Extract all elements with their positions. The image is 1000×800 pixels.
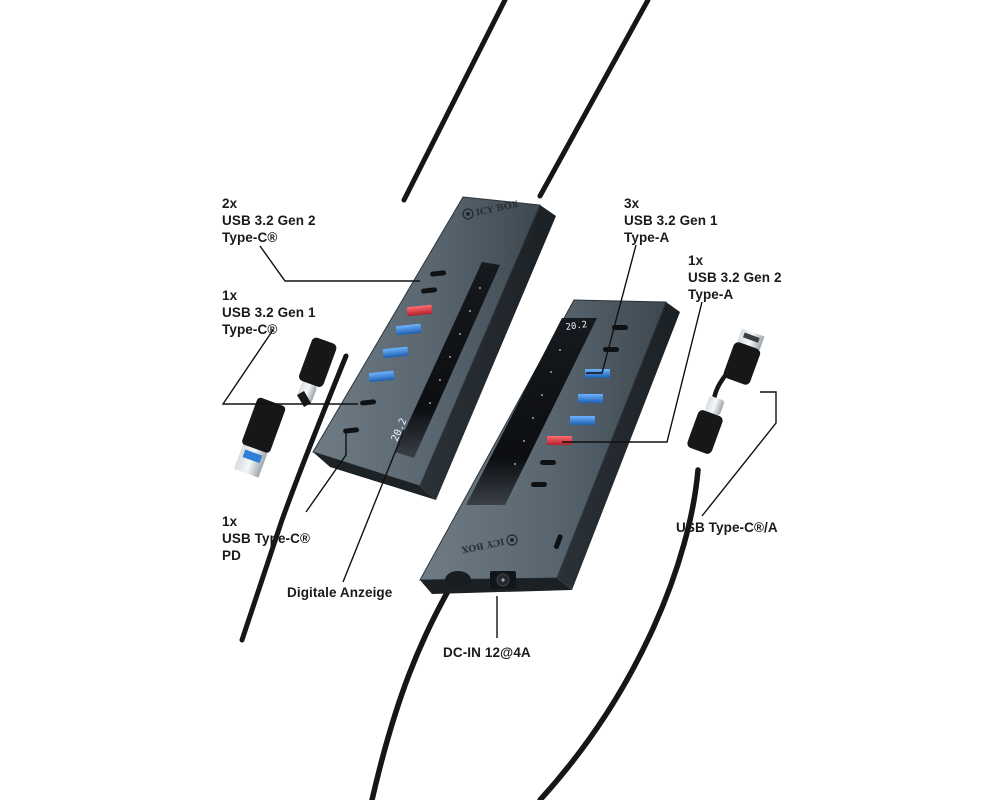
hub1-port-type-a-blue-1 [395,323,422,336]
left-cable-adapter [234,337,337,478]
callout-line: Type-A [688,287,734,302]
callout-type-c-pd: 1x USB Type-C® PD [222,513,310,564]
hub1-port-type-c-1 [430,270,447,277]
callout-type-c-gen1: 1x USB 3.2 Gen 1 Type-C® [222,287,316,338]
callout-line: PD [222,548,241,563]
usb-hub-front: 20.2 ICY BOX [312,196,556,500]
callout-dc-in: DC-IN 12@4A [443,644,531,661]
hub1-port-type-a-blue-2 [382,346,409,359]
leader-type-c-gen2 [259,245,420,282]
callout-line: 1x [688,253,704,268]
callout-line: 1x [222,288,238,303]
callout-line: Type-C® [222,322,278,337]
hub2-cable-bottom [369,581,455,800]
right-cable-adapter [687,328,765,454]
callout-adapter: USB Type-C®/A [676,519,778,536]
callout-type-c-gen2: 2x USB 3.2 Gen 2 Type-C® [222,195,316,246]
callout-line: 3x [624,196,640,211]
hub2-port-type-c-3 [540,460,556,465]
callout-line: Type-A [624,230,670,245]
right-usb-c-plug [687,396,724,454]
leader-type-c-pd [305,433,347,513]
hub1-glass-panel [395,262,500,458]
hub1-side [420,205,556,500]
leader-lines [221,244,777,638]
hub1-port-type-c-pd [343,427,360,434]
adapter-left-cable [239,353,349,643]
callout-line: USB 3.2 Gen 1 [222,305,316,320]
callout-line: USB Type-C®/A [676,520,778,535]
hub2-side-port [553,534,563,549]
cables [239,0,741,800]
hub2-port-type-c-1 [612,325,628,330]
hub1-port-type-c-2 [421,287,438,294]
leader-display [342,429,405,583]
callout-line: USB 3.2 Gen 2 [688,270,782,285]
hub1-ports [343,270,447,434]
hub2-port-type-c-2 [603,347,619,352]
callout-line: Type-C® [222,230,278,245]
callout-line: 2x [222,196,238,211]
leader-type-a-gen1 [586,244,637,374]
hub1-cable [401,0,508,203]
hub2-glass-panel [466,318,597,505]
leader-adapter [701,391,777,517]
hub2-display-readout: 20.2 [565,320,588,333]
dc-in-jack [490,571,516,589]
hub1-led-dots [429,287,481,404]
callout-line: DC-IN 12@4A [443,645,531,660]
callout-line: USB 3.2 Gen 1 [624,213,718,228]
hub1-bottom [313,452,436,500]
usb-hub-back: 20.2 ICY BOX [419,299,680,594]
hub2-port-type-a-blue-2 [578,394,603,403]
left-adapter-link [297,390,311,408]
hub1-port-type-a-red [406,304,433,317]
right-usb-a-plug [723,328,765,385]
hub1-port-type-a-blue-3 [368,370,395,383]
hub2-led-dots [514,349,561,465]
hub2-port-type-a-blue-3 [570,416,595,425]
hub2-cable-top [537,0,651,199]
callout-display: Digitale Anzeige [287,584,392,601]
callout-line: 1x [222,514,238,529]
hub2-cable-boot [445,571,471,589]
callout-line: USB Type-C® [222,531,311,546]
leader-type-c-gen1 [221,329,358,405]
callout-type-a-gen1: 3x USB 3.2 Gen 1 Type-A [624,195,718,246]
hub2-port-type-a-red [547,436,572,445]
hub1-port-type-c-3 [360,399,377,406]
adapter-right-cable [537,467,701,800]
hub2-ports [531,325,628,487]
callout-type-a-gen2: 1x USB 3.2 Gen 2 Type-A [688,252,782,303]
hub2-port-type-c-4 [531,482,547,487]
hub2-side [557,302,680,590]
leader-type-a-gen2 [562,301,703,443]
left-usb-a-plug [234,397,286,478]
callout-line: Digitale Anzeige [287,585,393,600]
callout-line: USB 3.2 Gen 2 [222,213,316,228]
